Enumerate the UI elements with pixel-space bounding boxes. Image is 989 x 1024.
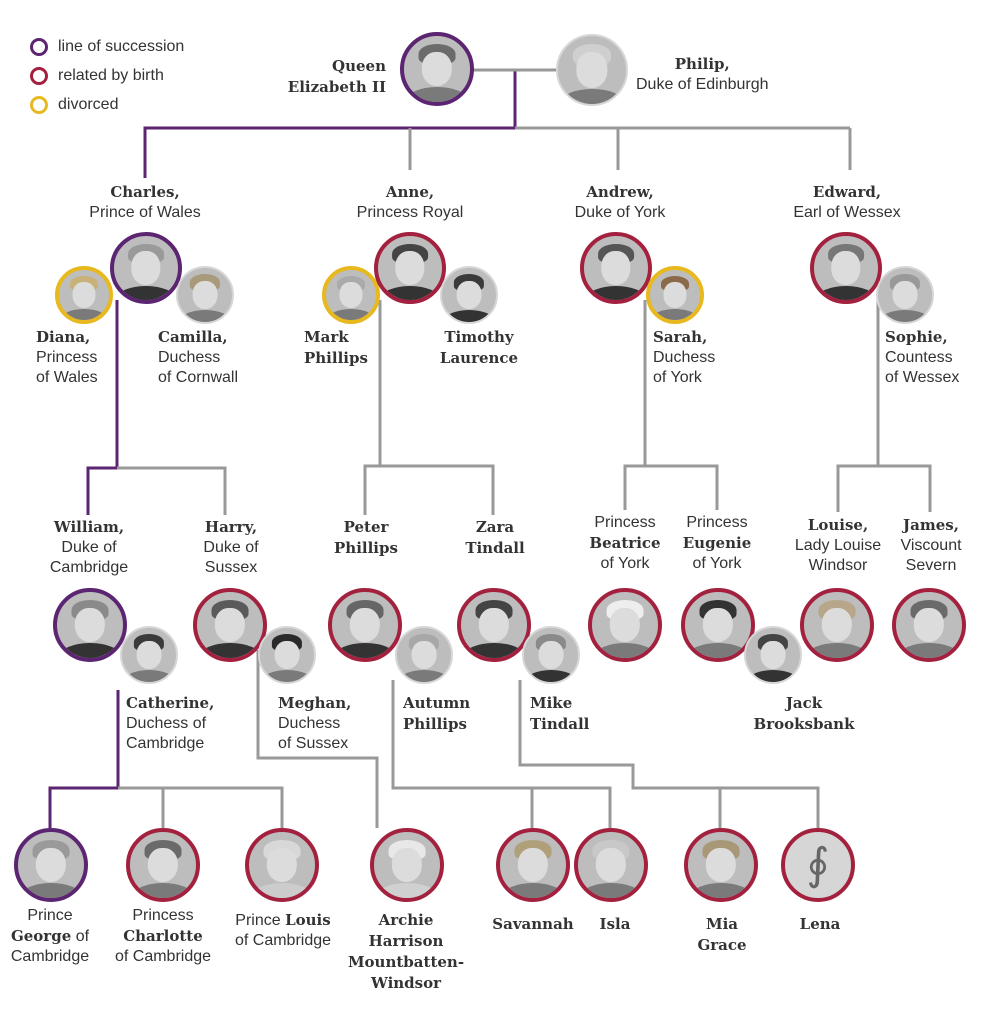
portrait-isla (574, 828, 648, 902)
portrait-mike (522, 626, 580, 684)
portrait-james (892, 588, 966, 662)
legend: line of succession related by birth divo… (30, 32, 184, 119)
label-andrew: Andrew,Duke of York (574, 183, 666, 221)
line-william-down (48, 690, 120, 828)
line-andrew-eugenie (645, 464, 719, 510)
line-edward-down (836, 300, 880, 512)
portrait-zara (457, 588, 531, 662)
portrait-savannah (496, 828, 570, 902)
line-charles-william (86, 466, 117, 515)
yellow-ring-icon (30, 95, 48, 114)
line-anne-down (363, 300, 382, 515)
portrait-catherine (120, 626, 178, 684)
portrait-harry (193, 588, 267, 662)
label-lena: Lena (799, 915, 841, 933)
line-zara-kids (518, 680, 820, 828)
portrait-camilla (176, 266, 234, 324)
portrait-mia (684, 828, 758, 902)
line-andrew-down (623, 300, 647, 510)
legend-label: line of succession (58, 37, 185, 55)
pacifier-icon: ∮ (806, 840, 830, 889)
label-philip: Philip,Duke of Edinburgh (636, 55, 769, 93)
legend-label: divorced (58, 95, 119, 113)
portrait-lena: ∮ (781, 828, 855, 902)
label-isla: Isla (599, 915, 631, 933)
portrait-timothy (440, 266, 498, 324)
portrait-edward (810, 232, 882, 304)
portrait-mark (322, 266, 380, 324)
portrait-louise (800, 588, 874, 662)
portrait-charles (110, 232, 182, 304)
label-elizabeth: Queen Elizabeth II (287, 57, 386, 96)
portrait-philip (556, 34, 628, 106)
portrait-louis (245, 828, 319, 902)
portrait-george (14, 828, 88, 902)
portrait-eugenie (681, 588, 755, 662)
portrait-beatrice (588, 588, 662, 662)
portrait-jack (744, 626, 802, 684)
legend-item-birth: related by birth (30, 61, 184, 90)
legend-item-succession: line of succession (30, 32, 184, 61)
purple-ring-icon (30, 37, 48, 56)
line-peter-kids (391, 680, 612, 828)
portrait-sophie (876, 266, 934, 324)
label-savannah: Savannah (492, 915, 574, 933)
legend-label: related by birth (58, 66, 164, 84)
line-harry-archie (256, 650, 379, 828)
legend-item-divorced: divorced (30, 90, 184, 119)
portrait-diana (55, 266, 113, 324)
portrait-autumn (395, 626, 453, 684)
portrait-anne (374, 232, 446, 304)
label-edward: Edward,Earl of Wessex (793, 183, 901, 221)
portrait-meghan (258, 626, 316, 684)
line-charles-harry (117, 466, 227, 515)
line-gen1-left (143, 126, 515, 178)
portrait-sarah (646, 266, 704, 324)
label-anne: Anne,Princess Royal (356, 183, 464, 221)
portrait-archie (370, 828, 444, 902)
line-anne-zara (380, 464, 495, 515)
line-william-kids (118, 786, 284, 828)
portrait-charlotte (126, 828, 200, 902)
portrait-peter (328, 588, 402, 662)
label-charles: Charles,Prince of Wales (89, 183, 201, 221)
line-edward-james (878, 464, 932, 512)
red-ring-icon (30, 66, 48, 85)
portrait-elizabeth (400, 32, 474, 106)
portrait-william (53, 588, 127, 662)
portrait-andrew (580, 232, 652, 304)
